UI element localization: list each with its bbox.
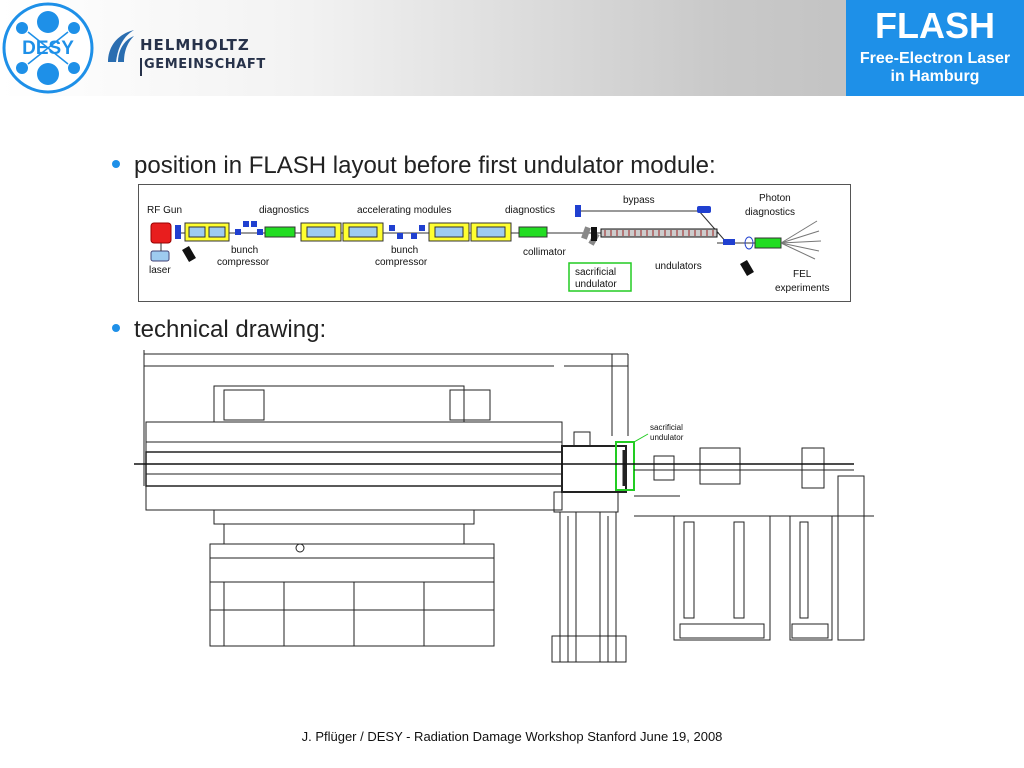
- helmholtz-line1: HELMHOLTZ: [140, 36, 250, 54]
- dipole-icon: [175, 225, 181, 239]
- diagnostics-block: [264, 226, 296, 238]
- label-diagnostics-1: diagnostics: [259, 205, 309, 216]
- photon-diagnostics-block: [754, 237, 782, 249]
- bullet-dot: [112, 323, 120, 332]
- diagnostics-block: [518, 226, 548, 238]
- laser-icon: [150, 250, 170, 262]
- helmholtz-divider: [140, 58, 142, 76]
- label-bunch-1a: bunch: [231, 245, 258, 256]
- desy-logo-text: DESY: [22, 38, 74, 59]
- label-sacrificial-a: sacrificial: [575, 267, 616, 278]
- helmholtz-logo: HELMHOLTZ GEMEINSCHAFT: [104, 22, 284, 82]
- bullet-technical-drawing: technical drawing:: [112, 316, 326, 344]
- technical-drawing: sacrificial undulator: [134, 346, 894, 668]
- bullet-drawing-text: technical drawing:: [134, 316, 327, 343]
- label-collimator: collimator: [523, 247, 566, 258]
- desy-logo: DESY: [2, 2, 94, 94]
- slide-header: DESY HELMHOLTZ GEMEINSCHAFT FLASH Free-E…: [0, 0, 1024, 96]
- flash-layout-diagram: RF Gun laser bunch compressor diagnostic…: [138, 184, 851, 302]
- callout-sacrificial-b: undulator: [650, 433, 684, 442]
- helmholtz-line2: GEMEINSCHAFT: [144, 57, 266, 72]
- bullet-dot: [112, 159, 120, 168]
- label-fel-a: FEL: [793, 269, 812, 280]
- label-sacrificial-b: undulator: [575, 279, 617, 290]
- flash-title: FLASH: [875, 5, 995, 46]
- rf-gun-icon: [150, 222, 172, 244]
- flash-subtitle-1: Free-Electron Laser: [859, 50, 1011, 67]
- bullet-layout: position in FLASH layout before first un…: [112, 152, 716, 180]
- label-bunch-1b: compressor: [217, 257, 270, 268]
- slide-footer: J. Pflüger / DESY - Radiation Damage Wor…: [301, 729, 723, 744]
- label-laser: laser: [149, 265, 171, 276]
- label-bypass: bypass: [623, 195, 655, 206]
- bullet-layout-text: position in FLASH layout before first un…: [134, 152, 716, 179]
- label-photon-b: diagnostics: [745, 207, 795, 218]
- label-fel-b: experiments: [775, 283, 829, 294]
- label-photon-a: Photon: [759, 193, 791, 204]
- sacrificial-undulator-highlight: [615, 441, 635, 491]
- label-bunch-2b: compressor: [375, 257, 428, 268]
- flash-brand-box: FLASH Free-Electron Laser in Hamburg: [846, 0, 1024, 96]
- helmholtz-swoosh-icon: [108, 30, 134, 62]
- callout-sacrificial-a: sacrificial: [650, 423, 683, 432]
- label-diagnostics-2: diagnostics: [505, 205, 555, 216]
- label-undulators: undulators: [655, 261, 702, 272]
- flash-subtitle-2: in Hamburg: [890, 68, 980, 85]
- sacrificial-undulator-box: [568, 262, 632, 292]
- label-accelerating-modules: accelerating modules: [357, 205, 452, 216]
- label-rf-gun: RF Gun: [147, 205, 182, 216]
- label-bunch-2a: bunch: [391, 245, 418, 256]
- bypass-dipole: [697, 206, 711, 213]
